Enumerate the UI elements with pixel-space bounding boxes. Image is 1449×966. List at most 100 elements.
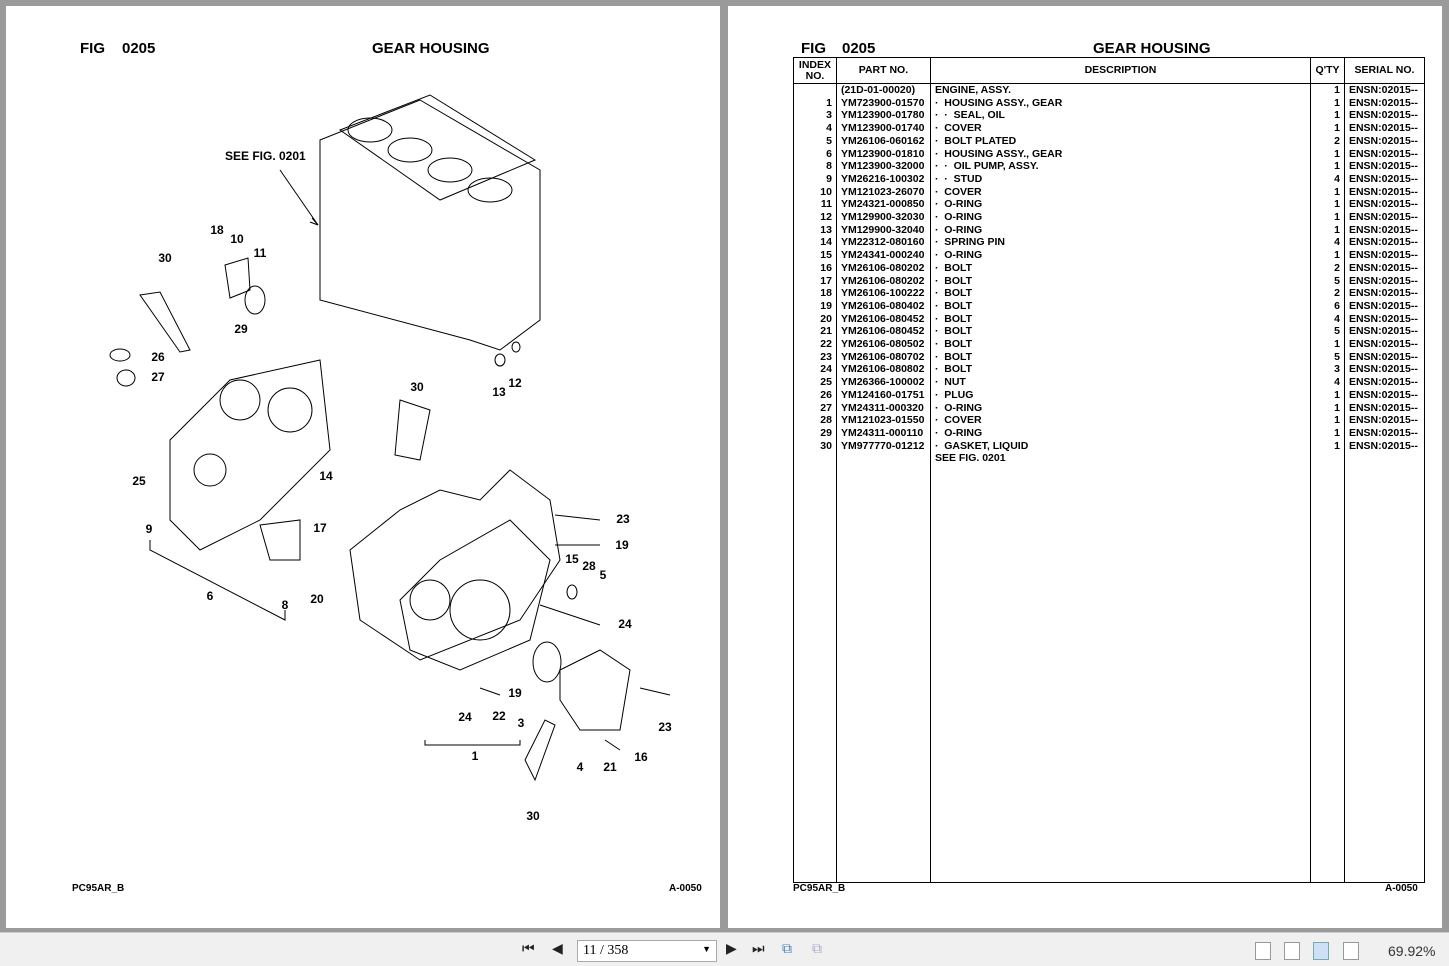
description-cell: · O-RING xyxy=(929,426,1312,440)
col-index: INDEX NO. xyxy=(793,57,837,84)
callout: 30 xyxy=(158,251,172,265)
next-view-icon[interactable]: ⧉ xyxy=(812,940,822,956)
qty-cell: 1 xyxy=(1310,211,1345,224)
serial-cell: ENSN:02015-- xyxy=(1343,287,1426,300)
index-cell: 18 xyxy=(793,287,837,300)
serial-cell: ENSN:02015-- xyxy=(1343,223,1426,237)
next-page-button[interactable]: ▶ xyxy=(726,940,737,956)
qty-cell: 1 xyxy=(1310,414,1345,427)
fig-number: 0205 xyxy=(842,40,876,57)
qty-cell: 1 xyxy=(1310,439,1345,453)
qty-cell: 5 xyxy=(1310,325,1345,339)
serial-cell: ENSN:02015-- xyxy=(1343,363,1426,377)
index-cell: 5 xyxy=(793,134,837,148)
qty-cell: 4 xyxy=(1310,376,1345,389)
index-cell: 12 xyxy=(793,211,837,224)
description-cell: · COVER xyxy=(929,414,1312,427)
previous-view-icon[interactable]: ⧉ xyxy=(782,940,792,956)
page-title: GEAR HOUSING xyxy=(1093,40,1211,57)
description-cell: ENGINE, ASSY. xyxy=(929,83,1312,97)
qty-cell: 5 xyxy=(1310,350,1345,364)
part-no-cell: YM26106-080402 xyxy=(835,299,931,313)
callout: 16 xyxy=(634,750,648,764)
callout: 23 xyxy=(658,720,672,734)
continuous-facing-view-button[interactable] xyxy=(1343,942,1359,960)
qty-cell xyxy=(1310,452,1345,884)
callout: 11 xyxy=(253,246,267,260)
description-cell: · BOLT xyxy=(929,287,1312,300)
part-no-cell: YM723900-01570 xyxy=(835,96,931,110)
zoom-level[interactable]: 69.92% xyxy=(1388,943,1436,959)
serial-cell: ENSN:02015-- xyxy=(1343,261,1426,275)
index-cell: 19 xyxy=(793,299,837,313)
index-cell: 25 xyxy=(793,376,837,389)
description-cell: · HOUSING ASSY., GEAR xyxy=(929,147,1312,161)
qty-cell: 3 xyxy=(1310,363,1345,377)
part-no-cell: YM26106-080202 xyxy=(835,261,931,275)
index-cell: 9 xyxy=(793,172,837,186)
page-number-input[interactable]: 11 / 358▼ xyxy=(577,940,717,962)
serial-cell: ENSN:02015-- xyxy=(1343,376,1426,389)
callout: 4 xyxy=(576,760,584,774)
index-cell: 1 xyxy=(793,96,837,110)
serial-cell xyxy=(1343,452,1426,884)
col-qty: Q'TY xyxy=(1310,57,1345,84)
serial-cell: ENSN:02015-- xyxy=(1343,439,1426,453)
callout: 24 xyxy=(458,710,472,724)
index-cell: 4 xyxy=(793,122,837,135)
description-cell: SEE FIG. 0201 xyxy=(929,452,1312,884)
description-cell: · BOLT xyxy=(929,325,1312,339)
single-page-view-button[interactable] xyxy=(1255,942,1271,960)
part-no-cell: YM121023-01550 xyxy=(835,414,931,427)
serial-cell: ENSN:02015-- xyxy=(1343,236,1426,250)
index-cell: 17 xyxy=(793,274,837,288)
index-cell: 26 xyxy=(793,388,837,402)
description-cell: · COVER xyxy=(929,122,1312,135)
serial-cell: ENSN:02015-- xyxy=(1343,338,1426,351)
serial-cell: ENSN:02015-- xyxy=(1343,249,1426,262)
serial-cell: ENSN:02015-- xyxy=(1343,172,1426,186)
table-header: INDEX NO. PART NO. DESCRIPTION Q'TY SERI… xyxy=(793,57,1426,84)
callout: 18 xyxy=(210,223,224,237)
index-cell: 28 xyxy=(793,414,837,427)
description-cell: · O-RING xyxy=(929,249,1312,262)
serial-cell: ENSN:02015-- xyxy=(1343,312,1426,326)
serial-cell: ENSN:02015-- xyxy=(1343,401,1426,415)
first-page-button[interactable]: ⏮ xyxy=(522,940,535,956)
part-no-cell: YM123900-01740 xyxy=(835,122,931,135)
part-no-cell: YM22312-080160 xyxy=(835,236,931,250)
callout: 20 xyxy=(310,592,324,606)
callout: 21 xyxy=(603,760,617,774)
facing-view-button[interactable] xyxy=(1313,942,1329,960)
part-no-cell: YM121023-26070 xyxy=(835,185,931,199)
index-cell: 14 xyxy=(793,236,837,250)
part-no-cell: YM26106-100222 xyxy=(835,287,931,300)
qty-cell: 1 xyxy=(1310,185,1345,199)
continuous-view-button[interactable] xyxy=(1284,942,1300,960)
description-cell: · O-RING xyxy=(929,223,1312,237)
last-page-button[interactable]: ⏭ xyxy=(752,940,765,956)
callout: 13 xyxy=(492,385,506,399)
description-cell: · NUT xyxy=(929,376,1312,389)
index-cell: 20 xyxy=(793,312,837,326)
description-cell: · · SEAL, OIL xyxy=(929,109,1312,123)
chevron-down-icon[interactable]: ▼ xyxy=(702,944,711,954)
part-no-cell xyxy=(835,452,931,884)
part-no-cell: YM26106-080502 xyxy=(835,338,931,351)
prev-page-button[interactable]: ◀ xyxy=(552,940,563,956)
index-cell: 3 xyxy=(793,109,837,123)
qty-cell: 1 xyxy=(1310,109,1345,123)
viewer-toolbar xyxy=(0,932,1449,966)
qty-cell: 6 xyxy=(1310,299,1345,313)
part-no-cell: YM129900-32030 xyxy=(835,211,931,224)
callout: 26 xyxy=(151,350,165,364)
index-cell: 8 xyxy=(793,160,837,173)
